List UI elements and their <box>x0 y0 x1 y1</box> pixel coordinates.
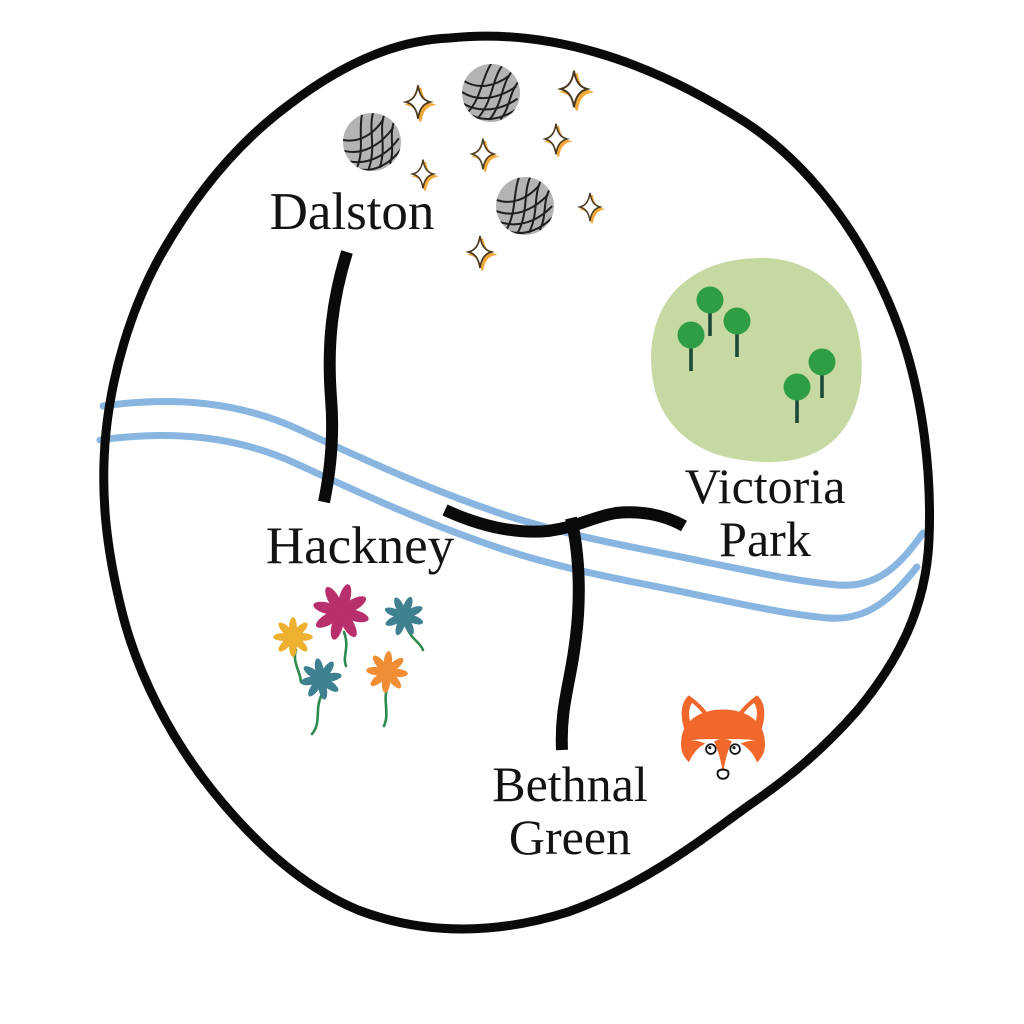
map-boundary <box>99 31 935 934</box>
flower-icon <box>273 617 313 657</box>
flower-group <box>273 576 430 736</box>
roads <box>318 250 687 751</box>
sparkle-icon <box>472 139 496 172</box>
label-hackney: Hackney <box>265 517 455 575</box>
sparkle-icon <box>469 236 494 271</box>
label-bethnal-green: Bethnal Green <box>492 756 648 865</box>
disco-ball-icon <box>338 108 407 177</box>
flower-icon <box>378 590 430 642</box>
disco-ball-icon <box>458 60 524 126</box>
label-victoria-park: Victoria Park <box>684 458 846 567</box>
road-bethnal-green <box>555 516 585 751</box>
sparkle-icon <box>561 71 590 111</box>
flower-icon <box>305 576 377 648</box>
road-dalston <box>318 250 353 504</box>
fox-icon <box>680 695 766 780</box>
river-line-south <box>96 432 921 622</box>
disco-ball-icon <box>494 175 556 237</box>
flower-icon <box>364 649 410 695</box>
flower-icon <box>296 654 346 704</box>
sparkle-icon <box>406 85 433 121</box>
sparkle-icon <box>580 193 602 223</box>
sparkle-icon <box>545 124 569 157</box>
label-dalston: Dalston <box>269 183 435 241</box>
